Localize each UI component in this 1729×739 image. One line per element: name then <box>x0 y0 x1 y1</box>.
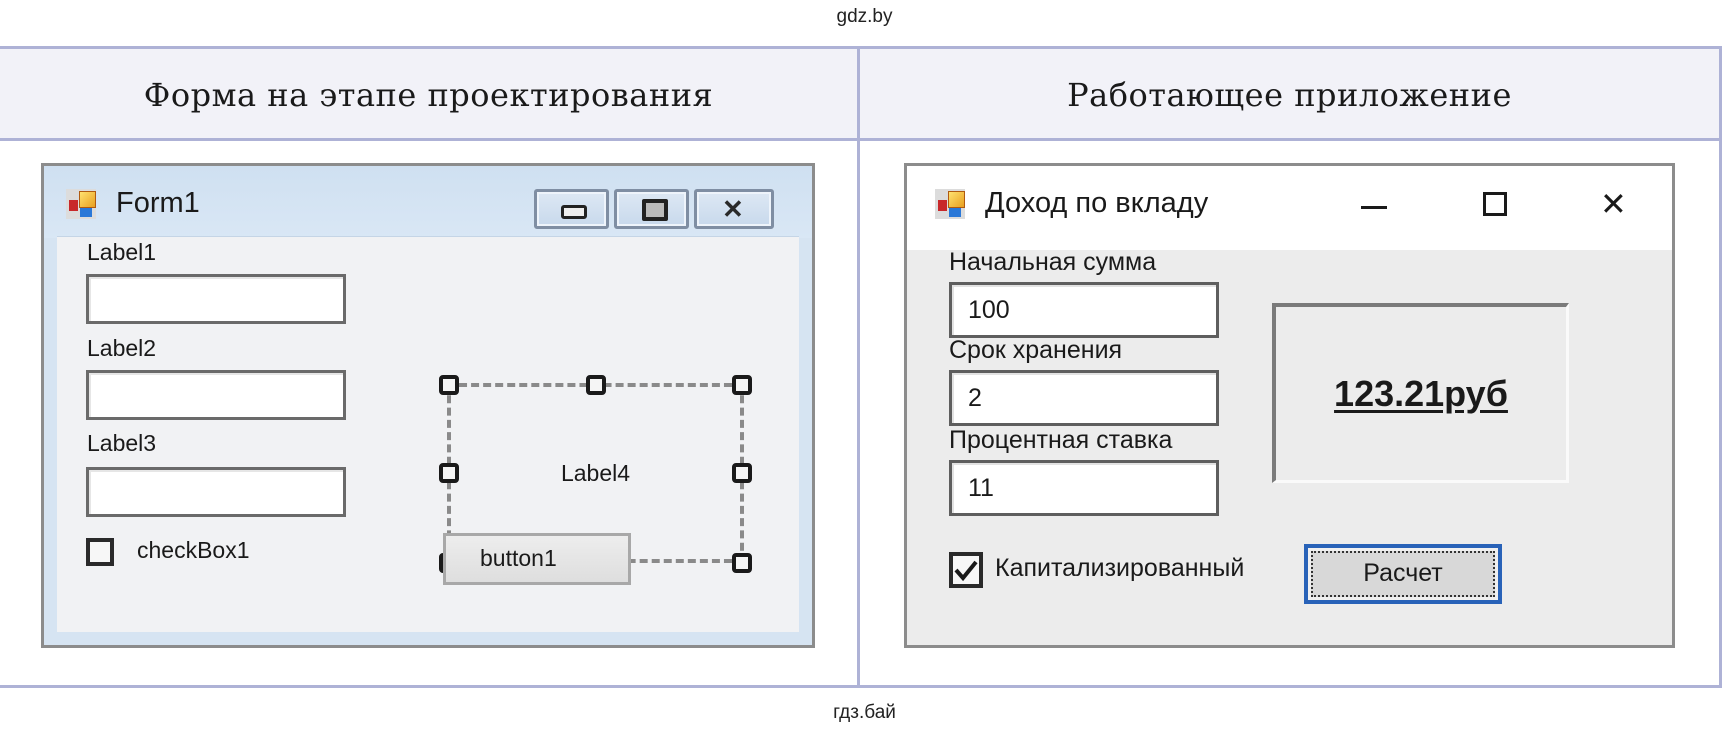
label1[interactable]: Label1 <box>87 239 157 265</box>
header-design-form: Форма на этапе проектирования <box>143 75 714 114</box>
interest-rate-input[interactable]: 11 <box>949 460 1219 516</box>
resize-handle-nw[interactable] <box>439 375 459 395</box>
maximize-button[interactable] <box>614 189 689 229</box>
resize-handle-n[interactable] <box>586 375 606 395</box>
winforms-app-icon <box>935 189 965 219</box>
calculate-button[interactable]: Расчет <box>1304 544 1502 604</box>
label3[interactable]: Label3 <box>87 430 157 456</box>
resize-handle-ne[interactable] <box>732 375 752 395</box>
checkmark-icon <box>954 560 978 582</box>
table-column-divider <box>857 46 860 688</box>
textbox3[interactable] <box>86 467 346 517</box>
term-input[interactable]: 2 <box>949 370 1219 426</box>
table-top-border <box>0 46 1722 49</box>
label2[interactable]: Label2 <box>87 335 157 361</box>
minimize-button[interactable] <box>534 189 609 229</box>
header-running-app: Работающее приложение <box>1067 75 1512 114</box>
running-app-title: Доход по вкладу <box>985 187 1209 219</box>
result-value: 123.21руб <box>1334 372 1508 414</box>
checkbox1-label[interactable]: checkBox1 <box>137 537 250 563</box>
resize-handle-w[interactable] <box>439 463 459 483</box>
design-form-title: Form1 <box>116 187 200 219</box>
table-right-border <box>1719 46 1722 688</box>
button1[interactable]: button1 <box>443 533 631 585</box>
winforms-app-icon <box>66 189 96 219</box>
design-form-titlebar: Form1 ✕ <box>44 166 812 238</box>
label4[interactable]: Label4 <box>560 459 631 486</box>
table-bottom-border <box>0 685 1722 688</box>
watermark-top: gdz.by <box>836 6 893 27</box>
running-app-titlebar: Доход по вкладу ✕ <box>907 166 1672 250</box>
capitalized-checkbox[interactable] <box>949 552 983 588</box>
maximize-button[interactable] <box>1472 184 1522 228</box>
design-form-window: Form1 ✕ Label1 Label2 Label3 Label4 chec… <box>41 163 815 648</box>
result-panel: 123.21руб <box>1272 303 1569 483</box>
capitalized-label[interactable]: Капитализированный <box>995 554 1245 582</box>
resize-handle-se[interactable] <box>732 553 752 573</box>
textbox2[interactable] <box>86 370 346 420</box>
close-icon: ✕ <box>722 194 744 224</box>
minimize-button[interactable] <box>1352 184 1402 228</box>
maximize-icon <box>642 199 668 221</box>
table-header-border <box>0 138 1722 141</box>
watermark-bottom: гдз.бай <box>833 702 896 723</box>
initial-sum-input[interactable]: 100 <box>949 282 1219 338</box>
design-form-client: Label1 Label2 Label3 Label4 checkBox1 bu… <box>57 236 799 632</box>
running-app-client: Начальная сумма 100 Срок хранения 2 Проц… <box>907 248 1672 645</box>
close-button[interactable]: ✕ <box>694 189 774 229</box>
close-button[interactable]: ✕ <box>1592 184 1642 228</box>
minimize-icon <box>1361 206 1387 209</box>
minimize-icon <box>561 205 587 219</box>
maximize-icon <box>1483 192 1507 216</box>
close-icon: ✕ <box>1600 186 1627 222</box>
resize-handle-e[interactable] <box>732 463 752 483</box>
running-app-window: Доход по вкладу ✕ Начальная сумма 100 Ср… <box>904 163 1675 648</box>
interest-rate-label: Процентная ставка <box>949 426 1173 454</box>
initial-sum-label: Начальная сумма <box>949 248 1157 276</box>
checkbox1[interactable] <box>86 538 114 566</box>
textbox1[interactable] <box>86 274 346 324</box>
term-label: Срок хранения <box>949 336 1123 364</box>
